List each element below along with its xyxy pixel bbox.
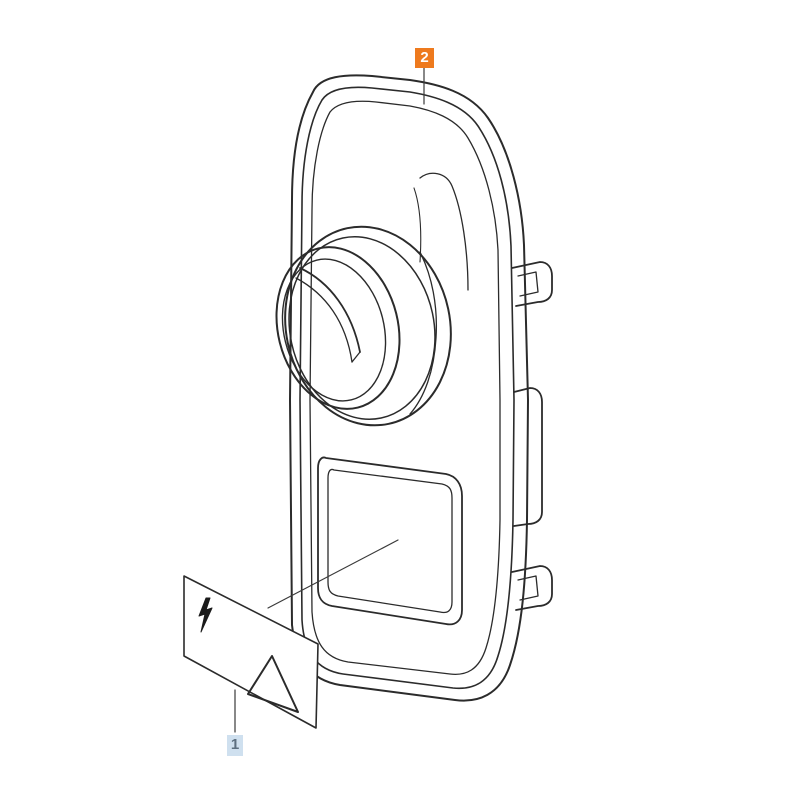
knob-grip-end	[351, 351, 361, 363]
clip-bottom-inner	[517, 575, 539, 601]
warning-triangle-icon	[247, 655, 299, 713]
clip-middle	[513, 387, 543, 527]
lightning-bolt-icon	[198, 597, 213, 633]
clip-top	[511, 261, 553, 307]
knob-grip-edge	[295, 277, 353, 363]
callout-part-1[interactable]: 1	[227, 735, 243, 756]
cover-outer-rim	[289, 74, 529, 702]
knob-face	[281, 258, 387, 402]
label-recess	[317, 456, 463, 626]
callout-part-2[interactable]: 2	[415, 48, 434, 68]
clip-bottom	[511, 565, 553, 611]
cover-inner-rim	[299, 86, 515, 690]
warning-label-sheet	[183, 575, 319, 729]
clip-top-inner	[517, 271, 539, 297]
cover-part[interactable]	[289, 74, 529, 702]
rotary-knob[interactable]	[260, 211, 469, 441]
leader-lines	[234, 67, 425, 733]
label-recess-inner	[327, 468, 453, 614]
cover-top-recess	[419, 172, 469, 291]
leader-label-to-recess	[267, 539, 399, 609]
label-recess-outer	[317, 456, 463, 626]
side-clips	[511, 261, 553, 611]
cover-face	[309, 100, 501, 676]
knob-collar-inner	[288, 236, 436, 420]
knob-grip	[299, 267, 361, 353]
warning-label-part[interactable]	[183, 575, 319, 729]
knob-body	[275, 246, 401, 410]
knob-ring-detail	[409, 251, 438, 415]
knob-collar-outer	[284, 225, 452, 427]
